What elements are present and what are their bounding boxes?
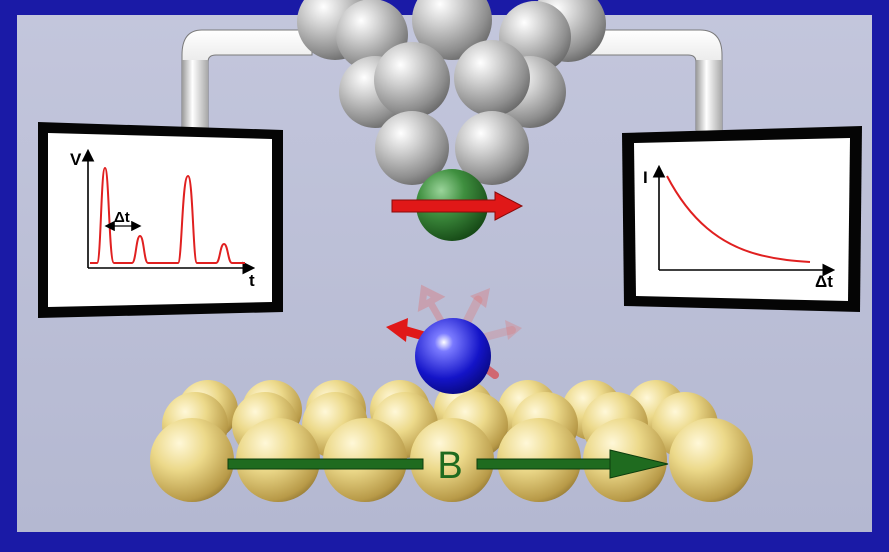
adatom bbox=[415, 318, 491, 394]
left-y-axis-label: V bbox=[70, 150, 82, 169]
left-x-axis-label: t bbox=[249, 271, 255, 290]
left-monitor: V t Δt bbox=[38, 122, 283, 318]
adatom-spin-arrow bbox=[386, 318, 408, 342]
monitor-support-arms bbox=[181, 29, 723, 132]
interval-label: Δt bbox=[114, 209, 130, 226]
current-decay-trace bbox=[666, 175, 811, 263]
field-label: B bbox=[437, 445, 462, 487]
right-y-axis-label: I bbox=[643, 168, 648, 187]
right-x-axis-label: Δt bbox=[815, 272, 833, 291]
right-monitor: I Δt bbox=[622, 126, 862, 312]
magnetic-field-arrow: B bbox=[227, 445, 669, 487]
probe-atom bbox=[391, 169, 524, 241]
left-monitor-screen bbox=[48, 133, 272, 307]
voltage-pulse-trace bbox=[90, 166, 245, 264]
probe-spin-arrow bbox=[391, 191, 524, 221]
stm-tip-cluster bbox=[297, 0, 606, 185]
